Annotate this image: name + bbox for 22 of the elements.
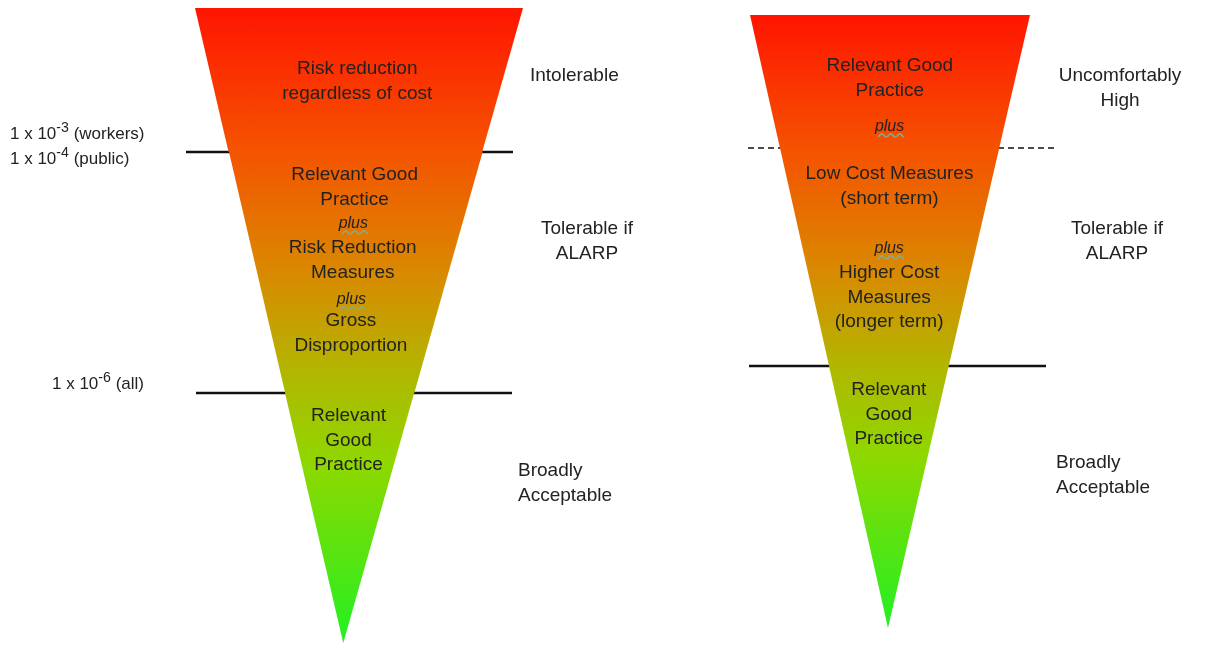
zone-label: Tolerable if ALARP — [1070, 216, 1164, 265]
zone-label: Intolerable — [530, 63, 620, 87]
band-text: Risk Reduction Measures — [287, 235, 418, 284]
connector-word: plus — [337, 213, 369, 233]
zone-label: Tolerable if ALARP — [540, 216, 634, 265]
connector-word: plus — [873, 116, 906, 136]
band-text: Relevant Good Practice — [310, 403, 387, 477]
threshold-label: 1 x 10$^{-6}$ (all) — [52, 368, 144, 395]
threshold-label: 1 x 10$^{-3}$ (workers) — [10, 118, 145, 145]
zone-label: Broadly Acceptable — [518, 458, 613, 507]
band-text: Relevant Good Practice — [825, 53, 955, 102]
connector-word: plus — [335, 289, 368, 309]
band-text: Gross Disproportion — [293, 308, 409, 357]
band-text: Risk reduction regardless of cost — [281, 56, 434, 105]
band-text: Low Cost Measures (short term) — [804, 161, 975, 210]
band-text: Higher Cost Measures (longer term) — [833, 260, 945, 334]
threshold-label: 1 x 10$^{-4}$ (public) — [10, 143, 130, 170]
band-text: Relevant Good Practice — [850, 377, 928, 451]
zone-label: Uncomfortably High — [1057, 63, 1183, 112]
connector-word: plus — [873, 238, 905, 258]
band-text: Relevant Good Practice — [290, 162, 419, 211]
zone-label: Broadly Acceptable — [1056, 450, 1151, 499]
